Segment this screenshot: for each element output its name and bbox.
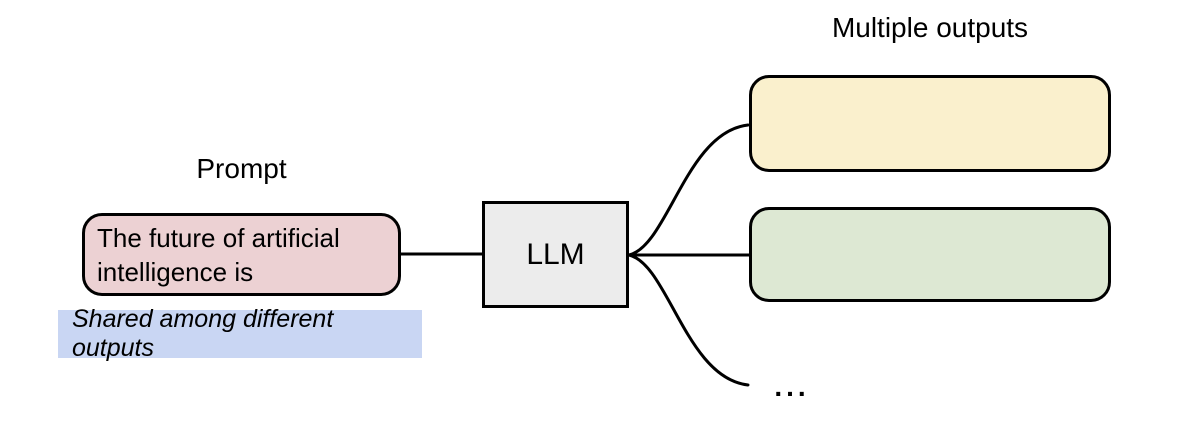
prompt-label: Prompt xyxy=(196,153,287,184)
llm-box: LLM xyxy=(482,201,629,308)
llm-output1-curve xyxy=(627,123,750,257)
llm-label: LLM xyxy=(526,237,585,271)
more-outputs-ellipsis: ... xyxy=(774,371,810,402)
prompt-box-text-line2: intelligence is xyxy=(97,257,254,287)
output-box-1 xyxy=(749,75,1111,172)
llm-more-outputs-curve xyxy=(627,253,750,387)
multiple-outputs-label: Multiple outputs xyxy=(831,12,1029,43)
shared-note-text: Shared among different outputs xyxy=(72,305,334,362)
output-box-2 xyxy=(749,207,1111,302)
prompt-box: The future of artificial intelligence is xyxy=(82,213,401,296)
shared-note-highlight: Shared among different outputs xyxy=(58,305,422,362)
prompt-box-text-line1: The future of artificial xyxy=(97,223,340,253)
